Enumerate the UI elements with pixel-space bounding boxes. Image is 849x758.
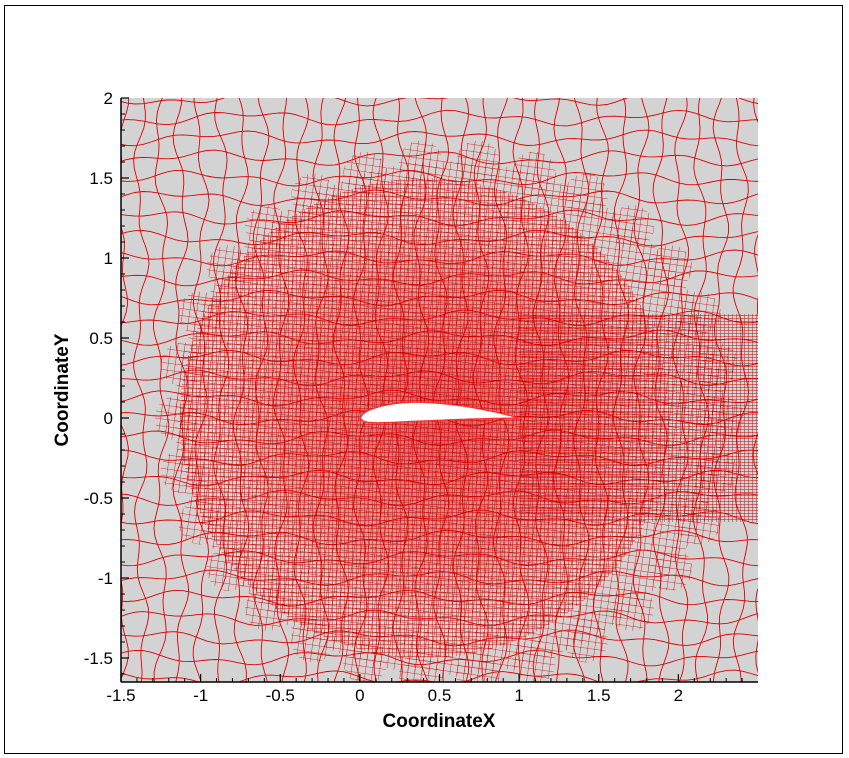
mesh-transition-cell [399,140,443,185]
mesh-transition-cell [563,618,608,663]
airfoil [359,401,520,424]
plot-area [111,70,767,682]
y-tick-label: 0.5 [89,329,113,348]
x-tick-label: 2 [674,686,683,705]
mesh-transition-cell [648,546,693,591]
x-axis-title: CoordinateX [383,711,496,732]
mesh-line [121,98,130,680]
x-tick-label: 0.5 [428,686,452,705]
y-tick-label: 2 [104,89,113,108]
mesh-transition-cell [648,245,693,290]
mesh-transition-cell [563,173,608,218]
x-tick-label: 1 [514,686,523,705]
y-tick-label: 1 [104,249,113,268]
mesh-line [121,129,758,147]
y-tick-label: -0.5 [84,489,113,508]
mesh-transition-cell [456,140,500,185]
y-tick-label: 0 [104,409,113,428]
mesh-transition-cell [399,651,443,682]
mesh-transition-cell [456,651,500,682]
y-tick-label: -1 [98,569,113,588]
y-axis-ticks: -1.5 -1 -0.5 0 0.5 1 1.5 2 [84,89,129,675]
x-tick-label: -1.5 [106,686,135,705]
x-tick-label: 1.5 [587,686,611,705]
mesh-transition-cell [511,640,556,682]
mesh-line [152,98,170,682]
mesh-line [121,98,758,107]
y-tick-label: -1.5 [84,649,113,668]
mesh-line [111,70,767,86]
mesh-line [121,109,758,127]
mesh-line [133,98,150,682]
x-axis-ticks: -1.5 -1 -0.5 0 0.5 1 1.5 2 [106,674,743,705]
x-tick-label: -1 [193,686,208,705]
x-tick-label: -0.5 [266,686,295,705]
x-tick-label: 0 [355,686,364,705]
mesh-transition-cell [511,151,556,196]
y-axis-title: CoordinateY [52,333,73,446]
mesh-line [121,669,758,682]
y-tick-label: 1.5 [89,169,113,188]
mesh-transition-cell [610,586,654,631]
mesh-transition-cell [610,205,654,250]
